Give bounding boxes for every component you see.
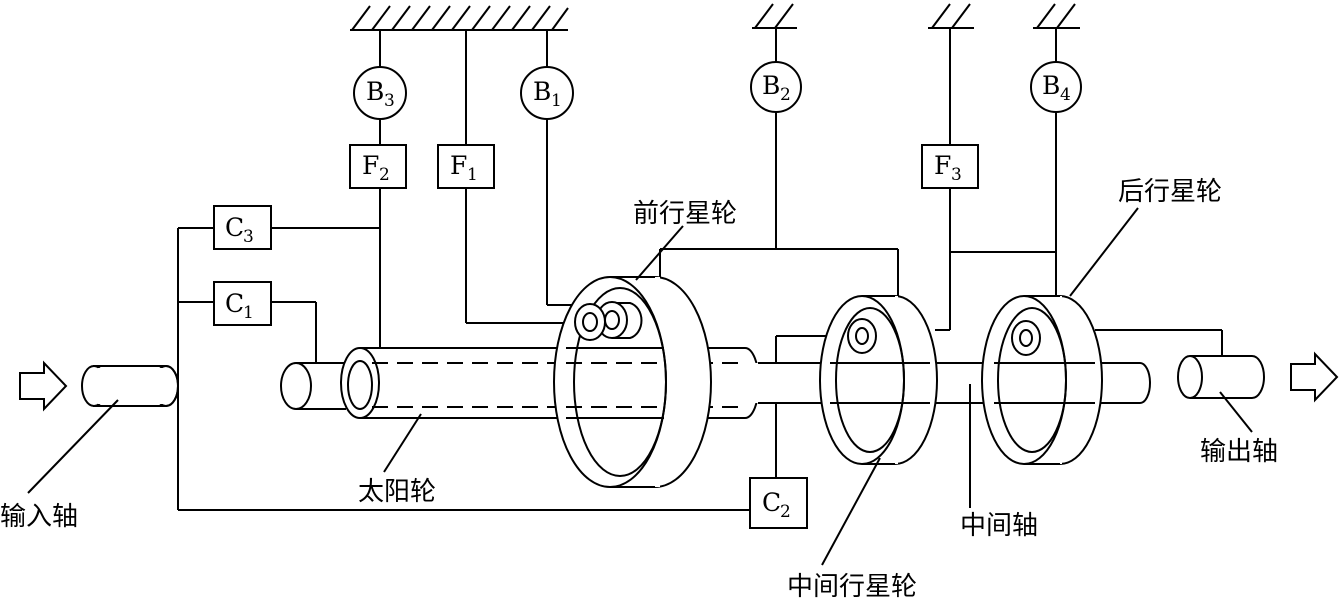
front-planetary-set bbox=[553, 276, 712, 488]
sun-gear-label: 太阳轮 bbox=[358, 477, 436, 507]
brake-b1: B 1 bbox=[520, 66, 574, 120]
rear-planet-label: 后行星轮 bbox=[1118, 177, 1222, 207]
f2-symbol: F bbox=[362, 151, 379, 180]
brake-b2: B 2 bbox=[750, 61, 802, 113]
inner-shaft bbox=[280, 362, 346, 410]
f1-subscript: 1 bbox=[467, 165, 478, 185]
input-shaft bbox=[81, 365, 179, 407]
b4-subscript: 4 bbox=[1060, 85, 1071, 105]
b3-subscript: 3 bbox=[384, 91, 395, 111]
output-shaft-label: 输出轴 bbox=[1200, 437, 1278, 467]
c2-symbol: C bbox=[762, 488, 781, 517]
ground-hatch-b2 bbox=[752, 3, 797, 29]
one-way-clutch-f1: F 1 bbox=[437, 144, 495, 189]
clutch-c2: C 2 bbox=[749, 477, 808, 529]
one-way-clutch-f2: F 2 bbox=[349, 144, 407, 189]
output-arrow-icon bbox=[1290, 351, 1339, 403]
output-shaft bbox=[1177, 355, 1265, 399]
b3-symbol: B bbox=[366, 77, 384, 106]
middle-planetary-set bbox=[819, 295, 938, 465]
c3-subscript: 3 bbox=[243, 227, 254, 247]
brake-b3: B 3 bbox=[353, 66, 407, 120]
clutch-c3: C 3 bbox=[213, 205, 272, 250]
f1-symbol: F bbox=[450, 151, 467, 180]
f3-subscript: 3 bbox=[951, 165, 962, 185]
ground-hatch-f3 bbox=[928, 3, 974, 29]
intermediate-shaft-label: 中间轴 bbox=[960, 511, 1038, 541]
front-planet-label: 前行星轮 bbox=[633, 199, 737, 229]
one-way-clutch-f3: F 3 bbox=[921, 144, 979, 189]
c3-symbol: C bbox=[225, 213, 244, 242]
b2-symbol: B bbox=[762, 71, 780, 100]
c1-subscript: 1 bbox=[243, 303, 254, 323]
input-arrow-icon bbox=[19, 360, 68, 412]
middle-planet-label: 中间行星轮 bbox=[787, 572, 917, 602]
b1-subscript: 1 bbox=[551, 91, 562, 111]
clutch-c1: C 1 bbox=[213, 281, 272, 326]
brake-b4: B 4 bbox=[1030, 61, 1082, 113]
b1-symbol: B bbox=[533, 77, 551, 106]
c1-symbol: C bbox=[225, 289, 244, 318]
f3-symbol: F bbox=[934, 151, 951, 180]
leader-lines bbox=[27, 207, 1253, 566]
b2-subscript: 2 bbox=[780, 85, 791, 105]
ground-hatch-b4 bbox=[1033, 3, 1080, 29]
rear-planetary-set bbox=[981, 295, 1103, 465]
b4-symbol: B bbox=[1042, 71, 1060, 100]
f2-subscript: 2 bbox=[379, 165, 390, 185]
c2-subscript: 2 bbox=[780, 502, 791, 522]
input-shaft-label: 输入轴 bbox=[0, 502, 78, 532]
ground-hatch-left bbox=[350, 5, 569, 31]
